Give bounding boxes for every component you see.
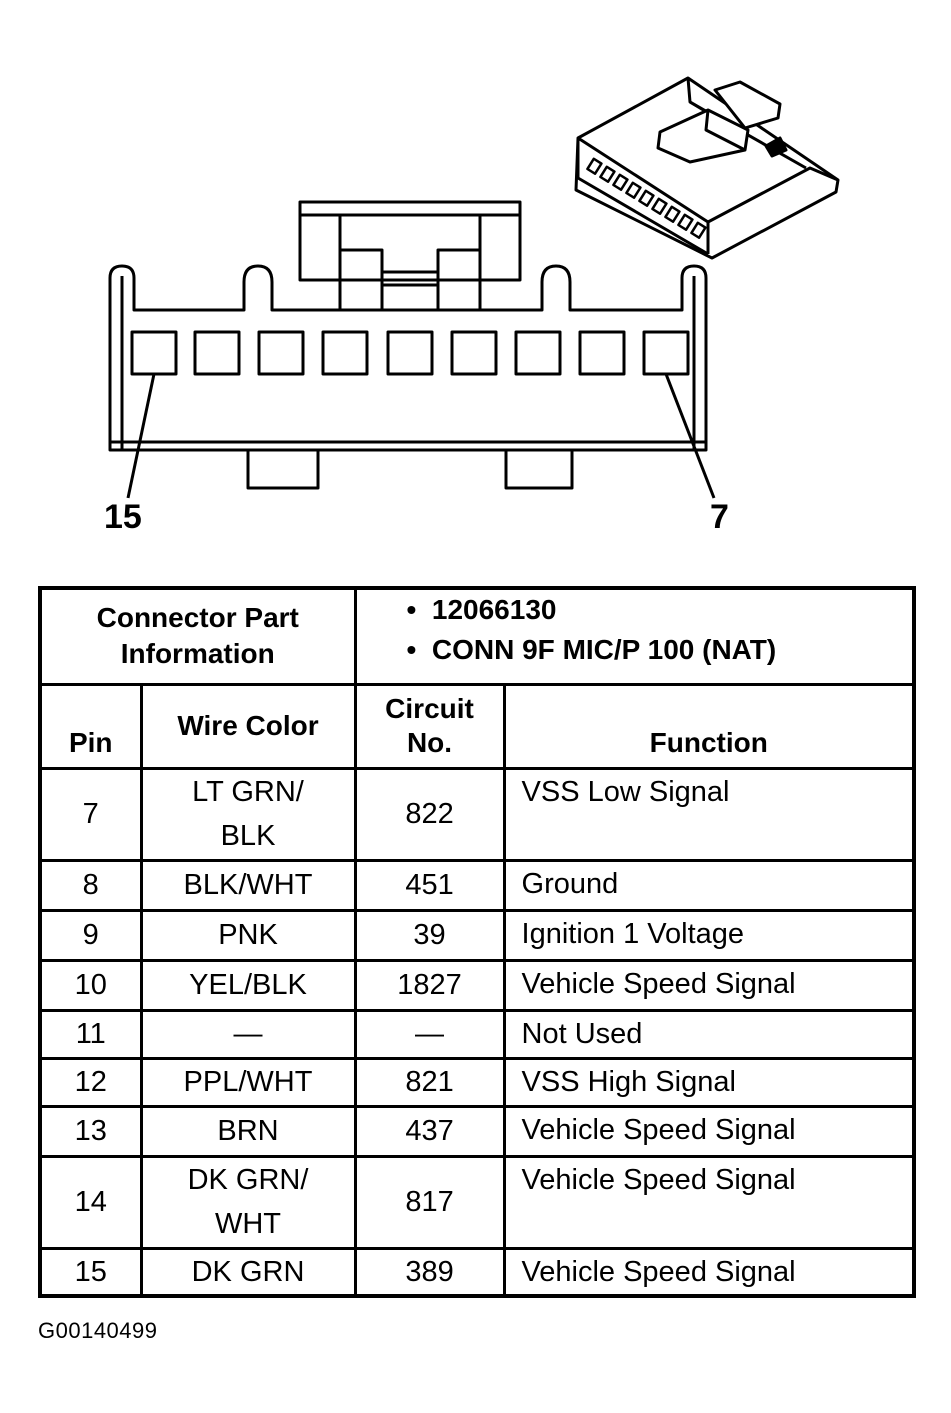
circuit-cell: 817	[353, 1154, 506, 1250]
function-cell: Vehicle Speed Signal	[502, 1246, 916, 1298]
connector-3d-view	[574, 76, 840, 260]
part-info-label: Connector Part Information	[38, 586, 357, 686]
circuit-cell: 389	[353, 1246, 506, 1298]
pin-cell: 14	[38, 1154, 143, 1250]
circuit-cell: 451	[353, 858, 506, 912]
circuit-cell: 437	[353, 1104, 506, 1158]
table-row: 12 PPL/WHT 821 VSS High Signal	[38, 1056, 916, 1108]
pin-cell: 9	[38, 908, 143, 962]
function-cell: VSS Low Signal	[502, 766, 916, 862]
connector-face	[108, 200, 708, 490]
circuit-cell: —	[353, 1008, 506, 1060]
column-header-row: Pin Wire Color Circuit No. Function	[38, 682, 916, 770]
part-info-item: • 12066130	[406, 594, 557, 625]
function-cell: Vehicle Speed Signal	[502, 1154, 916, 1250]
function-cell: Vehicle Speed Signal	[502, 1104, 916, 1158]
wire-color-cell: BRN	[139, 1104, 357, 1158]
pin-cell: 10	[38, 958, 143, 1012]
circuit-cell: 822	[353, 766, 506, 862]
table-row: 15 DK GRN 389 Vehicle Speed Signal	[38, 1246, 916, 1298]
header-wire-color: Wire Color	[139, 682, 357, 770]
pin-cell: 13	[38, 1104, 143, 1158]
pinout-table: Connector Part Information • 12066130 • …	[38, 586, 917, 1298]
wire-color-cell: PNK	[139, 908, 357, 962]
function-cell: Ignition 1 Voltage	[502, 908, 916, 962]
pin-cell: 12	[38, 1056, 143, 1108]
table-row: 8 BLK/WHT 451 Ground	[38, 858, 916, 912]
header-pin: Pin	[38, 682, 143, 770]
function-cell: Not Used	[502, 1008, 916, 1060]
circuit-cell: 1827	[353, 958, 506, 1012]
table-row: 7 LT GRN/ BLK 822 VSS Low Signal	[38, 766, 916, 862]
circuit-cell: 39	[353, 908, 506, 962]
function-cell: Ground	[502, 858, 916, 912]
table-row: 13 BRN 437 Vehicle Speed Signal	[38, 1104, 916, 1158]
connector-diagram	[108, 76, 840, 499]
pin-label-right: 7	[710, 498, 729, 536]
wire-color-cell: DK GRN	[139, 1246, 357, 1298]
wire-color-cell: DK GRN/ WHT	[139, 1154, 357, 1250]
table-row: 14 DK GRN/ WHT 817 Vehicle Speed Signal	[38, 1154, 916, 1250]
circuit-cell: 821	[353, 1056, 506, 1108]
header-function: Function	[502, 682, 916, 770]
figure-id: G00140499	[38, 1318, 158, 1343]
wire-color-cell: BLK/WHT	[139, 858, 357, 912]
part-info-item: • CONN 9F MIC/P 100 (NAT)	[406, 634, 777, 665]
pin-label-left: 15	[104, 498, 142, 536]
pin-cell: 15	[38, 1246, 143, 1298]
wire-color-cell: PPL/WHT	[139, 1056, 357, 1108]
header-circuit-no: Circuit No.	[353, 682, 506, 770]
wire-color-cell: LT GRN/ BLK	[139, 766, 357, 862]
wire-color-cell: —	[139, 1008, 357, 1060]
pin-cell: 7	[38, 766, 143, 862]
table-row: 9 PNK 39 Ignition 1 Voltage	[38, 908, 916, 962]
part-info-row: Connector Part Information • 12066130 • …	[38, 586, 916, 686]
pin-cell: 11	[38, 1008, 143, 1060]
function-cell: VSS High Signal	[502, 1056, 916, 1108]
function-cell: Vehicle Speed Signal	[502, 958, 916, 1012]
table-row: 11 — — Not Used	[38, 1008, 916, 1060]
part-info-list: • 12066130 • CONN 9F MIC/P 100 (NAT)	[353, 586, 916, 686]
pin-cell: 8	[38, 858, 143, 912]
wire-color-cell: YEL/BLK	[139, 958, 357, 1012]
table-row: 10 YEL/BLK 1827 Vehicle Speed Signal	[38, 958, 916, 1012]
leader-line-15	[126, 373, 156, 499]
leader-line-7	[664, 373, 716, 499]
